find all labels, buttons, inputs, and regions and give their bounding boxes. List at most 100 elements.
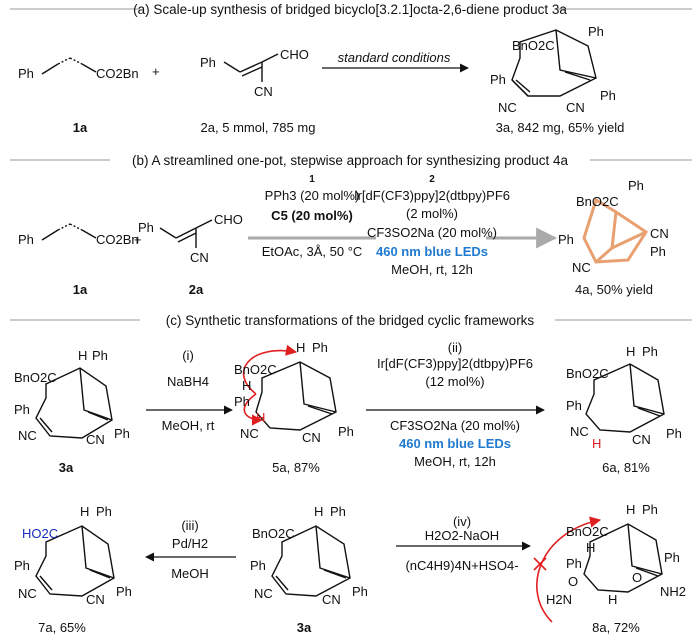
blocked-attack-arrow [533,516,602,623]
c5a-ph-left: Ph [234,394,250,409]
1a-ester: CO2Bn [96,66,139,81]
step-ii-marker: (ii) [447,340,463,355]
c3a-bottom-cn-left: NC [254,586,273,601]
4a-ph-right: Ph [650,244,666,259]
step-ii-line4: 460 nm blue LEDs [399,436,511,451]
c6a-label: 6a, 81% [602,460,650,475]
step-ii-line5: MeOH, rt, 12h [414,454,496,469]
step2-marker: 2 [429,174,435,185]
3a-cn-left: NC [498,100,517,115]
3a-ph-top: Ph [588,24,604,39]
2a-ph: Ph [200,55,216,70]
c3a-top-h: H [78,348,88,363]
c5a-h-mid: H [242,378,252,393]
compound-3a-bottom-skeleton [271,525,351,597]
c7a-acid: HO2C [22,526,59,541]
c8a-label: 8a, 72% [592,620,640,635]
c5a-ph-right: Ph [338,424,354,439]
c8a-h-bottom: H [608,592,618,607]
c3a-top-cn-left: NC [18,428,37,443]
c6a-h-top: H [626,344,636,359]
c8a-o-left: O [568,574,579,589]
c7a-cn-left: NC [18,586,37,601]
c3a-top-label: 3a [58,460,74,475]
4a-ph-top: Ph [628,178,644,193]
c3a-bottom-ph-left: Ph [250,558,266,573]
compound-7a-skeleton [35,525,115,597]
hydride-shift-arrows [242,344,298,426]
2a-cho: CHO [280,47,309,62]
c3a-bottom-cn-right: CN [322,592,341,607]
c3a-bottom-ph-right: Ph [352,584,368,599]
3a-ester: BnO2C [512,38,555,53]
step-ii-line1: Ir[dF(CF3)ppy]2(dtbpy)PF6 [376,356,534,371]
c3a-top-ph-right: Ph [114,426,130,441]
step2-line4: 460 nm blue LEDs [376,244,488,259]
compound-8a-skeleton [583,523,663,593]
step-i-reagent: NaBH4 [167,374,209,389]
step-i-solvent: MeOH, rt [161,418,215,433]
c3a-top-ph-top: Ph [92,348,108,363]
step-iii-marker: (iii) [181,518,199,533]
step2-line1: Ir[dF(CF3)ppy]2(dtbpy)PF6 [353,188,511,203]
2a-b-cho: CHO [214,212,243,227]
3a-label: 3a, 842 mg, 65% yield [495,120,625,135]
c7a-label: 7a, 65% [38,620,86,635]
step-iv-additive: (nC4H9)4N+HSO4- [405,558,519,573]
c8a-amide-right: NH2 [660,584,687,599]
1a-b-label: 1a [72,282,88,297]
1a-ph: Ph [18,66,34,81]
c5a-ester: BnO2C [234,362,277,377]
step-ii-line3: CF3SO2Na (20 mol%) [389,418,521,433]
c7a-ph-top: Ph [96,504,112,519]
4a-ester: BnO2C [576,194,619,209]
step-iii-reagent: Pd/H2 [171,536,209,551]
c3a-top-cn-right: CN [86,432,105,447]
step1-line3: EtOAc, 3Å, 50 °C [261,244,363,259]
c7a-cn-right: CN [86,592,105,607]
section-b-title: (b) A streamlined one-pot, stepwise appr… [132,153,568,168]
4a-cn-left: NC [572,260,591,275]
c7a-h: H [80,504,90,519]
conditions-a: standard conditions [337,50,451,65]
c3a-top-ester: BnO2C [14,370,57,385]
c8a-ph-top: Ph [642,502,658,517]
plus-a: + [152,64,160,79]
c8a-ph-right: Ph [664,550,680,565]
c6a-cn-left: NC [570,424,589,439]
compound-3a-top-skeleton [35,367,113,439]
4a-cn-right: CN [650,226,669,241]
c8a-h-mid: H [586,540,596,555]
1a-b-ester: CO2Bn [96,232,139,247]
2a-cn: CN [254,84,273,99]
c3a-bottom-label: 3a [296,620,312,635]
step1-marker: 1 [309,174,315,185]
c6a-ph-top: Ph [642,344,658,359]
plus-b: + [134,232,142,247]
2a-b-ph: Ph [138,220,154,235]
4a-label: 4a, 50% yield [574,282,654,297]
c5a-cn-left: NC [240,426,259,441]
c6a-ph-right: Ph [666,426,682,441]
acrylonitrile-2a-b-structure [159,219,213,248]
compound-6a-skeleton [585,363,665,433]
product-4a-cage [582,197,649,264]
2a-b-label: 2a [188,282,204,297]
c3a-bottom-h: H [314,504,324,519]
1a-label: 1a [72,120,88,135]
step-iii-solvent: MeOH [171,566,209,581]
product-3a-skeleton [511,29,597,97]
step1-line2: C5 (20 mol%) [271,208,353,223]
acrylonitrile-2a-structure [223,53,279,82]
c3a-bottom-ph-top: Ph [330,504,346,519]
c8a-ester: BnO2C [566,524,609,539]
c5a-ph-top: Ph [312,340,328,355]
1a-b-ph: Ph [18,232,34,247]
section-a-title: (a) Scale-up synthesis of bridged bicycl… [133,2,567,17]
step2-line5: MeOH, rt, 12h [391,262,473,277]
c8a-o-right: O [632,570,643,585]
c7a-ph-left: Ph [14,558,30,573]
section-c-title: (c) Synthetic transformations of the bri… [165,313,535,328]
